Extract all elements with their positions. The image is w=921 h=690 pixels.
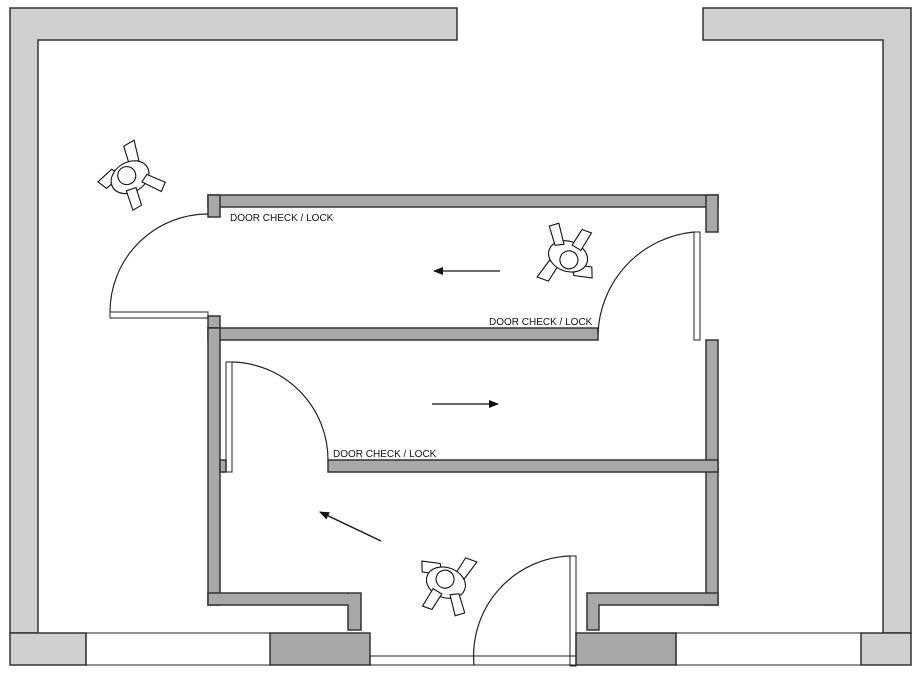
arrow-diagonal-icon [319, 511, 382, 542]
outer-wall-bottom-left [9, 632, 87, 666]
inner-wall-right-upper [705, 194, 719, 233]
outer-wall-top-left [9, 7, 458, 634]
inner-wall-middle-jamb [219, 459, 227, 473]
window-bottom-right [675, 632, 862, 666]
label-door-check-top-right: DOOR CHECK / LOCK [489, 317, 593, 328]
door-top-right [597, 231, 701, 341]
door-top-left [109, 213, 209, 319]
inner-wall-corridor-divider [207, 327, 599, 341]
outer-wall-bottom-mid-right [575, 632, 677, 666]
outer-wall-bottom-right [860, 632, 912, 666]
outer-walls [9, 7, 912, 666]
inner-wall-bottom-left [207, 592, 362, 631]
inner-wall-left [207, 327, 221, 606]
inner-walls [207, 194, 719, 631]
person-topview-icon [421, 557, 478, 617]
label-door-check-middle: DOOR CHECK / LOCK [333, 449, 437, 460]
inner-wall-bottom-right [586, 592, 719, 631]
person-topview-icon [97, 139, 166, 211]
window-bottom-left [85, 632, 271, 666]
label-door-check-top-left: DOOR CHECK / LOCK [230, 213, 334, 224]
door-middle [225, 361, 329, 473]
doors [109, 213, 701, 667]
door-bottom-entry [472, 555, 577, 667]
inner-wall-top [207, 194, 719, 208]
person-topview-icon [536, 222, 593, 282]
outer-wall-top-right [702, 7, 912, 634]
inner-wall-left-jamb [207, 315, 221, 329]
inner-wall-left-stub [207, 194, 221, 218]
inner-wall-middle-divider [327, 459, 719, 473]
outer-wall-bottom-mid-left [269, 632, 371, 666]
